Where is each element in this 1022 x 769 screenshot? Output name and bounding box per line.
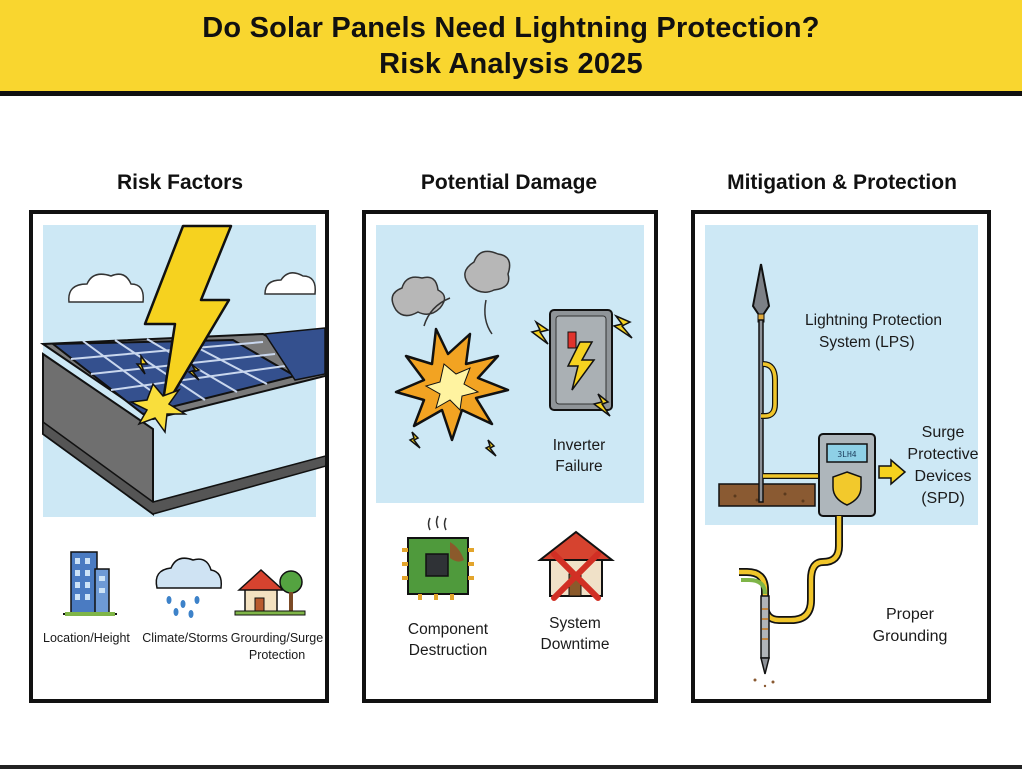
arrow-right-icon — [878, 458, 907, 486]
lightning-bolt-icon — [143, 224, 233, 416]
grounding-surge-label-1: Grourding/Surge — [230, 631, 324, 645]
title-banner: Do Solar Panels Need Lightning Protectio… — [0, 0, 1022, 96]
title-line-2: Risk Analysis 2025 — [379, 47, 643, 80]
spd-label-4: (SPD) — [921, 490, 965, 507]
mitigation-panel: 3LH4 Lightning Protection System (LPS) S… — [691, 210, 991, 703]
title-line-1: Do Solar Panels Need Lightning Protectio… — [202, 11, 820, 44]
downtime-house-icon — [537, 530, 615, 601]
building-icon — [63, 551, 117, 616]
risk-factors-illustration — [39, 224, 325, 618]
potential-damage-illustration — [376, 225, 644, 601]
grounding-surge-label-2: Protection — [248, 648, 306, 662]
potential-damage-title: Potential Damage — [420, 171, 598, 194]
svg-text:3LH4: 3LH4 — [837, 450, 856, 459]
spark-icon — [408, 314, 633, 457]
lps-label-2: System (LPS) — [819, 334, 915, 351]
spd-label-3: Devices — [914, 468, 972, 485]
smoke-icon — [391, 250, 511, 335]
lps-label-1: Lightning Protection — [805, 312, 943, 329]
x-mark-icon — [551, 551, 601, 601]
impact-burst-icon — [128, 382, 188, 435]
mitigation-illustration: 3LH4 — [705, 225, 978, 688]
potential-damage-panel: Inverter Failure Component Destruction S… — [362, 210, 658, 703]
system-downtime-label-2: Downtime — [540, 636, 610, 653]
bottom-divider — [0, 765, 1022, 769]
mitigation-title: Mitigation & Protection — [727, 171, 957, 194]
rain-cloud-icon — [155, 557, 223, 618]
grounding-label-1: Proper — [885, 606, 935, 623]
grounding-label-2: Grounding — [872, 628, 948, 645]
house-icon — [234, 568, 306, 616]
risk-factors-title: Risk Factors — [116, 171, 244, 194]
component-destruction-label-2: Destruction — [408, 642, 488, 659]
surge-protector-icon: 3LH4 — [818, 433, 876, 517]
component-destruction-label-1: Component — [407, 621, 489, 638]
inverter-icon — [549, 309, 613, 411]
shield-icon — [832, 471, 862, 506]
system-downtime-label-1: System — [549, 615, 601, 632]
inverter-failure-label-2: Failure — [555, 458, 603, 475]
lightning-rod-icon — [751, 263, 771, 503]
ground-soil — [718, 483, 816, 507]
inverter-failure-label-1: Inverter — [552, 437, 606, 454]
spd-label-1: Surge — [921, 424, 965, 441]
cloud-icon — [68, 272, 316, 303]
climate-storms-label: Climate/Storms — [142, 631, 228, 645]
risk-factors-panel: Location/Height Climate/Storms Grourding… — [29, 210, 329, 703]
circuit-board-icon — [402, 515, 474, 600]
ground-rod-icon — [753, 595, 775, 688]
location-height-label: Location/Height — [43, 631, 130, 645]
spd-label-2: Protective — [907, 446, 979, 463]
